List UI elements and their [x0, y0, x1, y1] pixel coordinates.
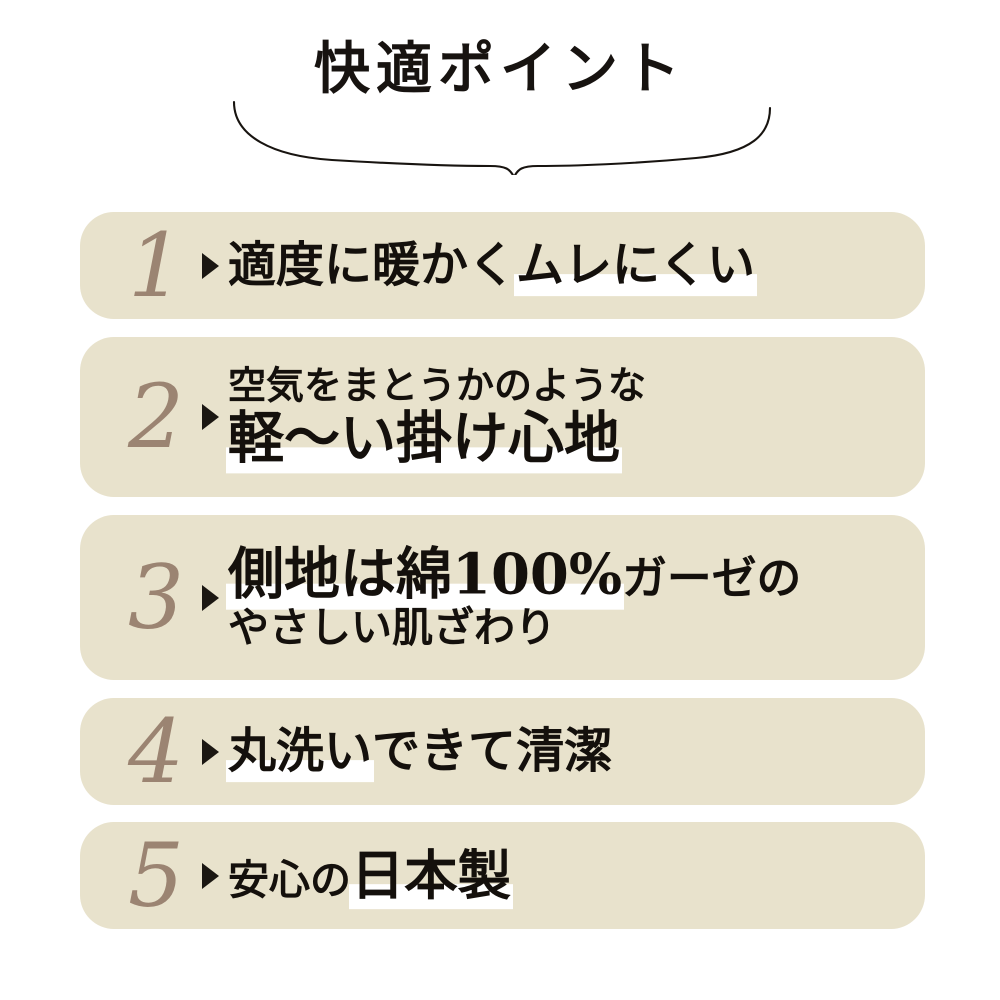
point-card-4[interactable]: 4 丸洗いできて清潔: [80, 698, 925, 805]
point-number-2: 2: [128, 365, 184, 468]
text-run-highlighted: 丸洗い: [225, 722, 375, 782]
triangle-right-icon: [202, 404, 219, 430]
point-line: 丸洗いできて清潔: [225, 722, 907, 782]
text-run: 適度に暖かく: [228, 236, 517, 293]
point-line: 軽〜い掛け心地: [226, 404, 907, 474]
point-text-3: 側地は綿100%ガーゼの やさしい肌ざわり: [225, 541, 907, 652]
triangle-right-icon: [202, 862, 219, 889]
point-card-3[interactable]: 3 側地は綿100%ガーゼの やさしい肌ざわり: [80, 515, 925, 680]
text-run: ガーゼの: [622, 551, 802, 605]
text-run-highlighted: ムレにくい: [514, 236, 758, 296]
point-line: やさしい肌ざわり: [228, 603, 907, 652]
text-run: 空気をまとうかのような: [228, 362, 647, 408]
triangle-right-icon: [202, 252, 219, 279]
point-text-2: 空気をまとうかのような 軽〜い掛け心地: [226, 364, 907, 474]
point-number-3: 3: [128, 545, 184, 649]
point-line: 側地は綿100%ガーゼの: [225, 541, 907, 610]
text-run: やさしい肌ざわり: [228, 603, 556, 652]
header: 快適ポイント: [0, 40, 1000, 180]
point-card-2[interactable]: 2 空気をまとうかのような 軽〜い掛け心地: [80, 337, 925, 497]
point-line: 安心の日本製: [228, 843, 907, 909]
text-run: できて清潔: [372, 722, 613, 779]
triangle-right-icon: [202, 584, 219, 611]
point-text-1: 適度に暖かくムレにくい: [228, 236, 907, 296]
point-number-5: 5: [128, 823, 184, 927]
point-number-4: 4: [128, 699, 184, 803]
page-title: 快適ポイント: [314, 36, 686, 102]
point-line: 空気をまとうかのような: [228, 364, 907, 407]
point-card-5[interactable]: 5 安心の日本製: [80, 822, 925, 929]
triangle-right-icon: [202, 738, 219, 765]
text-run: 安心の: [228, 855, 351, 904]
point-card-1[interactable]: 1 適度に暖かくムレにくい: [80, 212, 925, 319]
point-line: 適度に暖かくムレにくい: [228, 236, 907, 296]
point-text-4: 丸洗いできて清潔: [225, 722, 907, 782]
text-run-highlighted: 側地は綿100%: [225, 541, 625, 610]
text-run-highlighted: 軽〜い掛け心地: [226, 404, 622, 474]
text-run-highlighted: 日本製: [349, 843, 513, 909]
point-number-1: 1: [128, 213, 184, 317]
point-text-5: 安心の日本製: [228, 843, 907, 909]
